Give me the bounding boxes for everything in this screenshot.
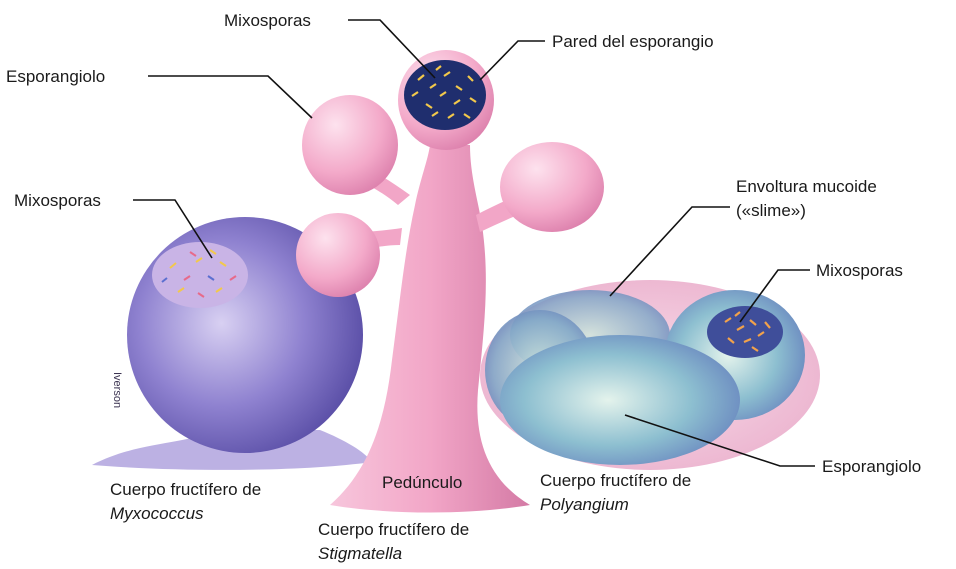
label-stigmatella-line2: Stigmatella [318,544,402,563]
stigmatella-sporangium-chamber [404,60,486,130]
polyangium-fruiting-body [480,280,820,470]
artist-signature: Iverson [111,372,123,408]
stigmatella-sporangiole-right [500,142,604,232]
label-envoltura-line1: Envoltura mucoide [736,177,877,196]
label-myxococcus-line1: Cuerpo fructífero de [110,480,261,499]
label-mixosporas-right: Mixosporas [816,261,903,280]
label-polyangium-line2: Polyangium [540,495,629,514]
polyangium-spore-opening [707,306,783,358]
stigmatella-sporangiole-left-top [302,95,398,195]
polyangium-sporangiole-front [500,335,740,465]
label-pared-esporangio: Pared del esporangio [552,32,714,51]
myxococcus-spore-opening [152,242,248,308]
label-polyangium-line1: Cuerpo fructífero de [540,471,691,490]
label-stigmatella-line1: Cuerpo fructífero de [318,520,469,539]
leader-pared-esporangio [480,41,545,80]
label-esporangiolo-top: Esporangiolo [6,67,105,86]
label-esporangiolo-right: Esporangiolo [822,457,921,476]
stigmatella-sporangiole-left-bottom [296,213,380,297]
label-mixosporas-top: Mixosporas [224,11,311,30]
label-envoltura-line2: («slime») [736,201,806,220]
label-pedunculo: Pedúnculo [382,473,462,492]
label-mixosporas-left: Mixosporas [14,191,101,210]
label-myxococcus-line2: Myxococcus [110,504,204,523]
leader-esporangiolo-top [148,76,312,118]
